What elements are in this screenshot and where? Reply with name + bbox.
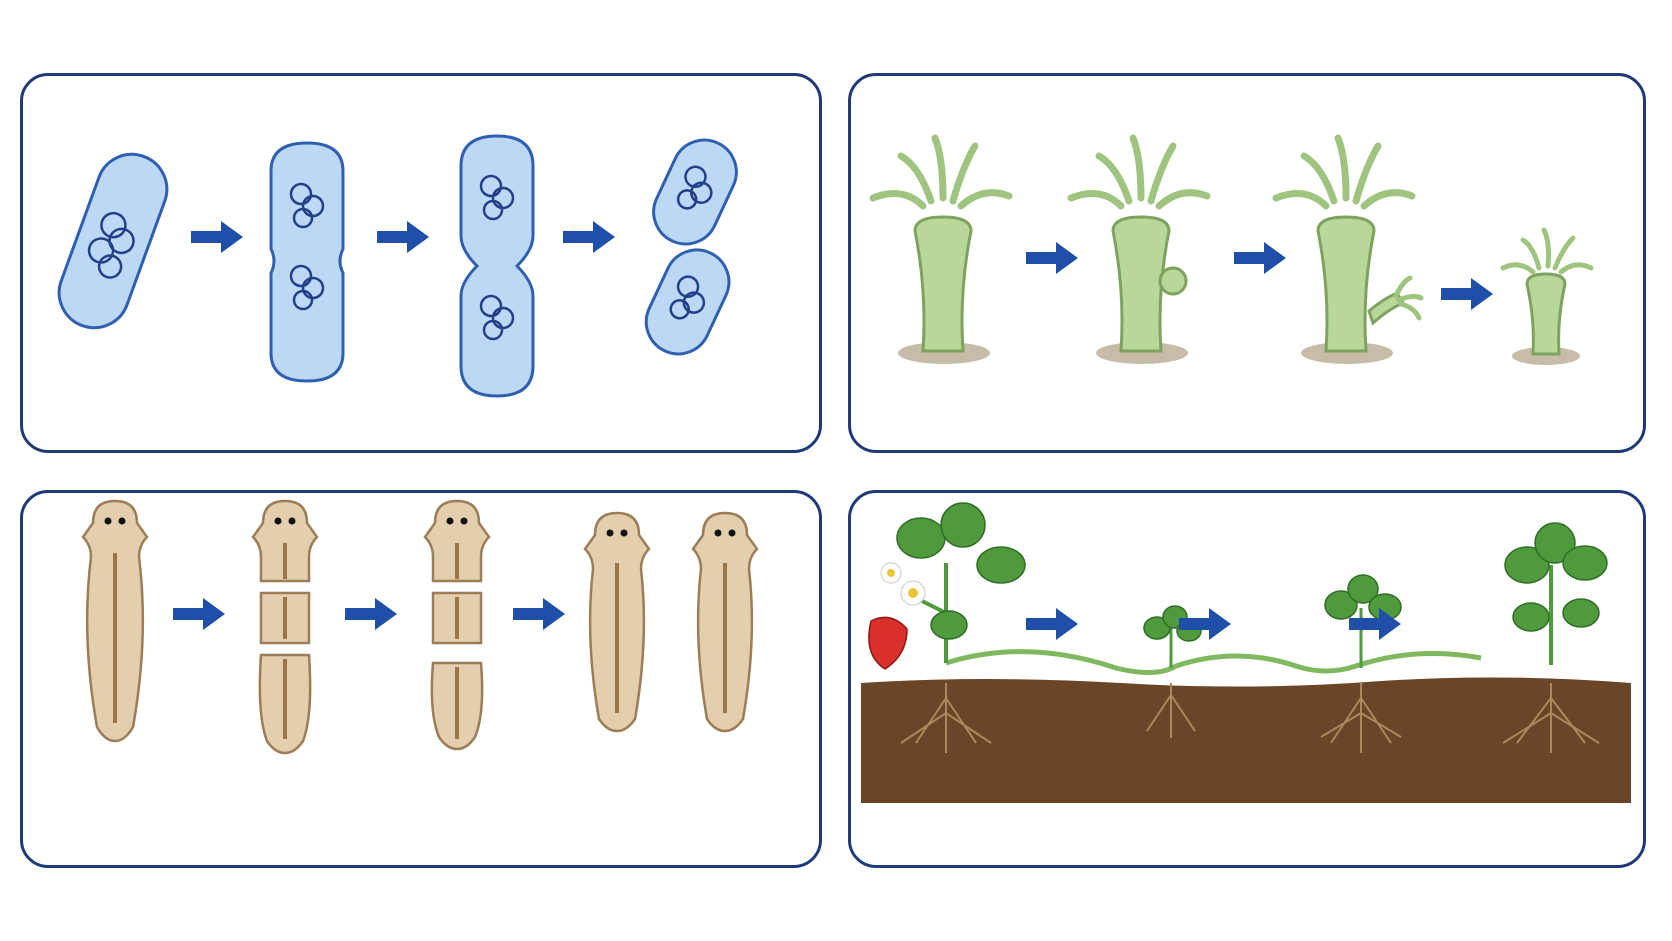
planarian-regenerating bbox=[423, 499, 491, 751]
planarian-cut bbox=[251, 499, 319, 755]
binary-fission-illustration bbox=[57, 134, 738, 398]
hydra-stage-2 bbox=[1067, 134, 1211, 353]
arrow-right-icon bbox=[345, 598, 397, 630]
bacterium-stage-1 bbox=[57, 152, 169, 330]
arrow-right-icon bbox=[1026, 608, 1078, 640]
arrow-right-icon bbox=[513, 598, 565, 630]
runner-propagation-illustration bbox=[861, 502, 1631, 803]
bacterium-stage-3 bbox=[459, 134, 535, 398]
hydra-stage-1 bbox=[869, 134, 1013, 353]
bacterium-stage-2 bbox=[269, 141, 345, 383]
binary-fission-panel bbox=[20, 73, 822, 453]
regeneration-panel bbox=[20, 490, 822, 868]
hydra-stage-3 bbox=[1272, 134, 1424, 353]
regeneration-illustration bbox=[81, 499, 759, 755]
daughter-cell-top bbox=[652, 138, 738, 246]
arrow-right-icon bbox=[1349, 608, 1401, 640]
soil bbox=[861, 677, 1631, 803]
roots-new-plant bbox=[1502, 683, 1600, 753]
planarian-new-2 bbox=[691, 511, 759, 733]
plantlet-2 bbox=[1324, 574, 1402, 668]
daughter-cell-bottom bbox=[644, 248, 731, 356]
arrow-right-icon bbox=[1179, 608, 1231, 640]
arrow-right-icon bbox=[173, 598, 225, 630]
roots-parent bbox=[900, 683, 992, 753]
roots-plantlet-2 bbox=[1320, 683, 1402, 753]
roots-plantlet-1 bbox=[1146, 683, 1196, 738]
arrow-right-icon bbox=[191, 221, 243, 253]
arrow-right-icon bbox=[377, 221, 429, 253]
runner-propagation-panel bbox=[848, 490, 1646, 868]
hydra-offspring bbox=[1500, 227, 1594, 356]
planarian-whole bbox=[81, 499, 149, 743]
arrow-right-icon bbox=[563, 221, 615, 253]
runner-stolon bbox=[945, 649, 1482, 675]
new-plant bbox=[1504, 522, 1608, 665]
budding-illustration bbox=[869, 134, 1594, 365]
arrow-right-icon bbox=[1441, 278, 1493, 310]
strawberry bbox=[868, 616, 908, 670]
arrow-right-icon bbox=[1026, 242, 1078, 274]
flower bbox=[880, 562, 926, 606]
arrow-right-icon bbox=[1234, 242, 1286, 274]
budding-panel bbox=[848, 73, 1646, 453]
planarian-new-1 bbox=[583, 511, 651, 733]
parent-plant bbox=[896, 502, 1026, 663]
